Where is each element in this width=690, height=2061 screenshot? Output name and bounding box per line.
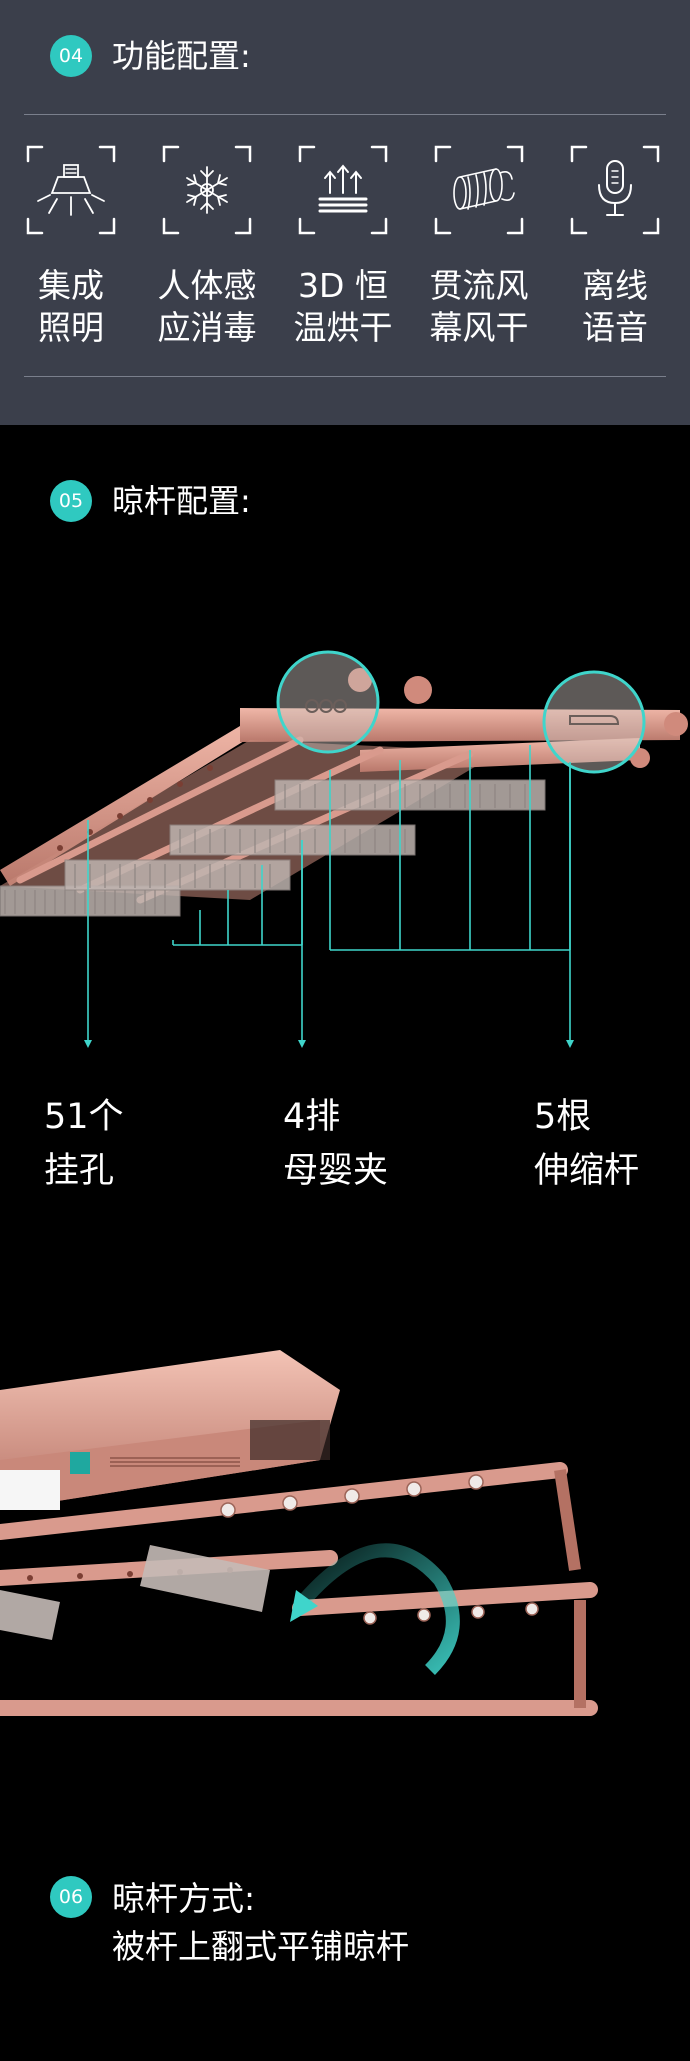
section-badge: 05 xyxy=(50,480,92,522)
spec-value: 4排 xyxy=(283,1097,341,1137)
spec-telescopic-rods: 5根 伸缩杆 xyxy=(534,1090,639,1198)
airflow-fan-icon xyxy=(432,143,526,237)
section-title: 功能配置: xyxy=(112,37,251,75)
snowflake-icon xyxy=(160,143,254,237)
divider xyxy=(24,376,666,377)
feature-label-line1: 3D 恒 xyxy=(298,266,388,305)
drying-rack-top-illustration xyxy=(0,650,690,1070)
feature-label-line1: 离线 xyxy=(582,266,648,305)
spec-value: 51个 xyxy=(44,1097,124,1137)
feature-label-line2: 照明 xyxy=(38,308,104,347)
feature-label-line2: 幕风干 xyxy=(429,308,529,347)
feature-label-line2: 温烘干 xyxy=(293,308,393,347)
drying-mode-text: 晾杆方式: 被杆上翻式平铺晾杆 xyxy=(112,1875,409,1971)
feature-label-line2: 语音 xyxy=(582,308,648,347)
divider xyxy=(24,114,666,115)
section-title: 晾杆配置: xyxy=(112,482,251,520)
spec-label: 母婴夹 xyxy=(283,1151,389,1191)
section-badge: 06 xyxy=(50,1876,92,1918)
feature-label-line2: 应消毒 xyxy=(157,308,257,347)
microphone-icon xyxy=(568,143,662,237)
section-badge: 04 xyxy=(50,35,92,77)
spec-baby-clips: 4排 母婴夹 xyxy=(283,1090,388,1198)
feature-label-line1: 人体感 xyxy=(157,266,257,305)
feature-label-line1: 集成 xyxy=(38,266,104,305)
heat-arrows-icon xyxy=(296,143,390,237)
spec-label: 伸缩杆 xyxy=(534,1151,640,1191)
lightbulb-icon xyxy=(24,143,118,237)
spec-label: 挂孔 xyxy=(44,1151,115,1191)
section-subtitle: 被杆上翻式平铺晾杆 xyxy=(112,1927,409,1966)
feature-label-line1: 贯流风 xyxy=(429,266,529,305)
feature-config-section: 04 功能配置: 集成 照明 xyxy=(0,0,690,425)
drying-rack-flip-illustration xyxy=(0,1340,690,1760)
spec-hanging-holes: 51个 挂孔 xyxy=(44,1090,124,1198)
section-title: 晾杆方式: xyxy=(112,1879,256,1918)
spec-value: 5根 xyxy=(534,1097,592,1137)
